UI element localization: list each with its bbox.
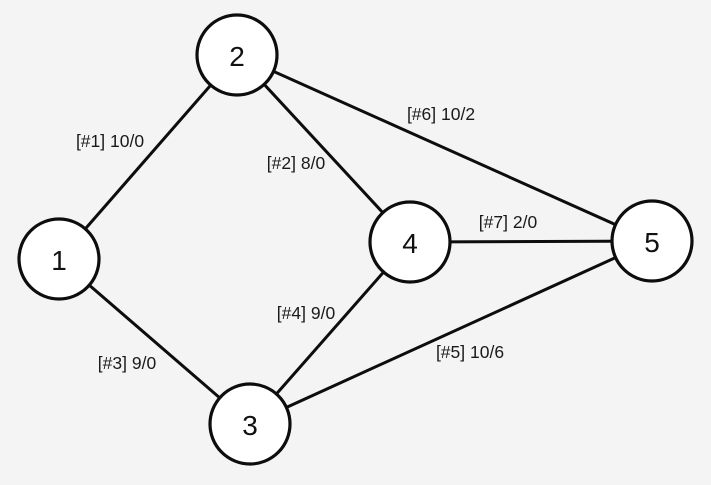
edge-line xyxy=(57,257,252,426)
edge-1: [#1] 10/0 xyxy=(57,53,239,261)
edge-6: [#6] 10/2 xyxy=(235,53,654,243)
node-5[interactable]: 5 xyxy=(610,199,694,283)
node-1[interactable]: 1 xyxy=(17,217,101,301)
edge-line xyxy=(235,53,412,244)
node-circle[interactable] xyxy=(368,200,452,284)
node-circle[interactable] xyxy=(195,13,279,97)
node-circle[interactable] xyxy=(17,217,101,301)
edge-label: [#6] 10/2 xyxy=(407,104,475,124)
node-2[interactable]: 2 xyxy=(195,13,279,97)
edge-line xyxy=(235,53,654,243)
node-circle[interactable] xyxy=(208,382,292,466)
edge-label: [#2] 8/0 xyxy=(267,153,326,173)
edge-label: [#7] 2/0 xyxy=(479,212,538,232)
edge-label: [#5] 10/6 xyxy=(436,342,504,362)
edge-line xyxy=(57,53,239,261)
edge-2: [#2] 8/0 xyxy=(235,53,412,244)
edge-line xyxy=(248,239,654,426)
edge-3: [#3] 9/0 xyxy=(57,257,252,426)
edge-label: [#4] 9/0 xyxy=(277,303,336,323)
edge-label: [#1] 10/0 xyxy=(76,131,144,151)
edge-5: [#5] 10/6 xyxy=(248,239,654,426)
nodes-layer: 1 2 3 4 5 xyxy=(17,13,694,466)
node-3[interactable]: 3 xyxy=(208,382,292,466)
edges-layer: [#1] 10/0 [#2] 8/0 [#3] 9/0 [#4] 9/0 [#5] 10… xyxy=(57,53,654,426)
edge-label: [#3] 9/0 xyxy=(98,353,157,373)
node-circle[interactable] xyxy=(610,199,694,283)
node-4[interactable]: 4 xyxy=(368,200,452,284)
